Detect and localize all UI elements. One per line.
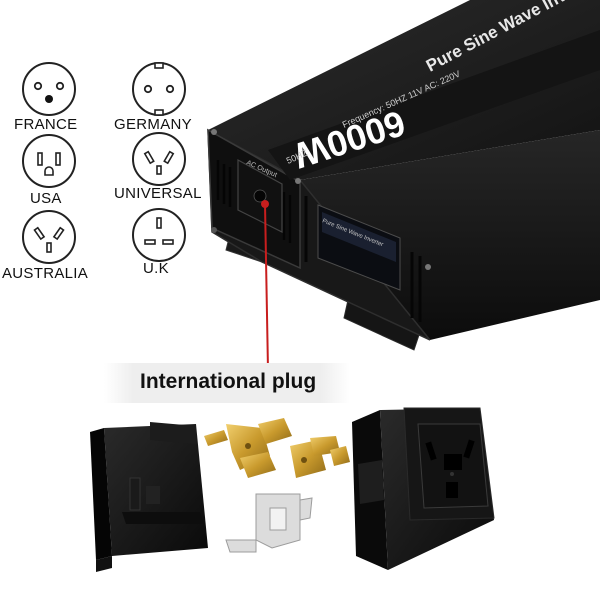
universal-socket-icon bbox=[132, 132, 186, 186]
plug-brass-contacts bbox=[204, 418, 350, 478]
callout-label: International plug bbox=[140, 370, 317, 393]
germany-socket-icon bbox=[132, 62, 186, 116]
plug-rear-housing bbox=[90, 422, 208, 572]
uk-socket-icon bbox=[132, 208, 186, 262]
france-socket-icon bbox=[22, 62, 76, 116]
socket-label-france: FRANCE bbox=[14, 116, 78, 133]
callout-banner bbox=[104, 363, 350, 403]
socket-label-australia: AUSTRALIA bbox=[2, 265, 89, 282]
socket-label-germany: GERMANY bbox=[114, 116, 192, 133]
plug-front-socket bbox=[352, 407, 495, 570]
socket-label-universal: UNIVERSAL bbox=[114, 185, 202, 202]
socket-label-usa: USA bbox=[30, 190, 62, 207]
australia-socket-icon bbox=[22, 210, 76, 264]
socket-label-uk: U.K bbox=[143, 260, 169, 277]
callout-pointer-dot bbox=[261, 200, 269, 208]
usa-socket-icon bbox=[22, 134, 76, 188]
plug-ground-clip bbox=[225, 493, 313, 553]
callout-pointer-line bbox=[264, 203, 269, 371]
